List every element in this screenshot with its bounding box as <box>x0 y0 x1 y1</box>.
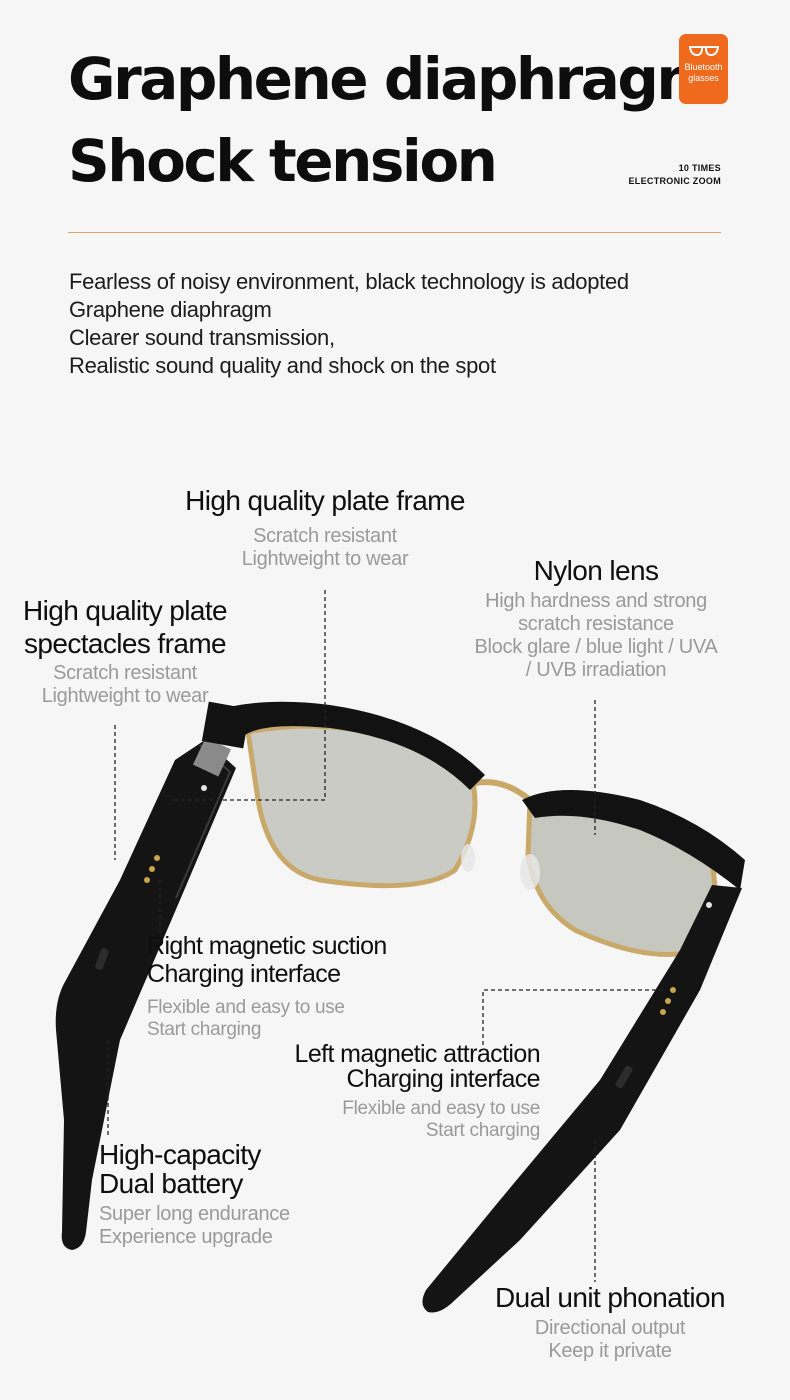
callout-sub: Lightweight to wear <box>41 685 209 707</box>
callout-sub: Start charging <box>147 1019 262 1040</box>
callout-sub: High hardness and strong <box>485 590 707 612</box>
callout-plate-frame: High quality plate frame Scratch resista… <box>160 484 490 571</box>
callout-sub: Flexible and easy to use <box>342 1098 540 1119</box>
right-temple-arm <box>55 737 236 1250</box>
callout-title: Dual unit phonation <box>495 1282 726 1313</box>
bluetooth-glasses-badge: Bluetooth glasses <box>679 34 728 104</box>
callout-sub: Scratch resistant <box>53 662 197 684</box>
callout-title: High quality plate <box>23 595 228 626</box>
callout-title: High-capacity <box>99 1139 261 1170</box>
callout-sub: Keep it private <box>548 1340 672 1362</box>
callout-nylon-lens: Nylon lens High hardness and strong scra… <box>450 554 742 682</box>
badge-label-1: Bluetooth <box>684 62 723 72</box>
intro-line-4: Realistic sound quality and shock on the… <box>69 353 496 378</box>
callout-title: High quality plate frame <box>185 485 465 516</box>
badge-label-2: glasses <box>688 73 719 83</box>
zoom-line-1: 10 TIMES <box>678 163 721 173</box>
leader-lines <box>107 590 665 1282</box>
callout-sub: Start charging <box>425 1120 540 1141</box>
zoom-line-2: ELECTRONIC ZOOM <box>628 176 721 186</box>
intro-line-3: Clearer sound transmission, <box>69 325 335 350</box>
callout-title: Charging interface <box>346 1065 541 1093</box>
callout-sub: Flexible and easy to use <box>147 997 345 1018</box>
callout-right-magnetic: Right magnetic suction Charging interfac… <box>147 932 467 1041</box>
callout-sub: Block glare / blue light / UVA <box>474 636 718 658</box>
callout-battery: High-capacity Dual battery Super long en… <box>99 1140 359 1249</box>
headline-line-2: Shock tension <box>68 127 498 195</box>
headline-line-1: Graphene diaphragm <box>68 45 717 113</box>
callout-title: Left magnetic attraction <box>294 1040 541 1068</box>
callout-title: Nylon lens <box>533 555 659 586</box>
callout-left-magnetic: Left magnetic attraction Charging interf… <box>240 1040 541 1142</box>
callout-sub: / UVB irradiation <box>525 659 667 681</box>
callout-title: Dual battery <box>99 1168 243 1199</box>
callout-title: Right magnetic suction <box>147 932 387 960</box>
callout-phonation: Dual unit phonation Directional output K… <box>470 1281 750 1363</box>
divider <box>68 232 721 233</box>
callout-title: Charging interface <box>147 960 341 988</box>
callout-sub: Scratch resistant <box>253 525 397 547</box>
intro-line-1: Fearless of noisy environment, black tec… <box>69 269 629 294</box>
callout-sub: Directional output <box>534 1317 686 1339</box>
zoom-caption: 10 TIMES ELECTRONIC ZOOM <box>600 162 721 188</box>
left-temple-arm <box>422 885 742 1313</box>
callout-title: spectacles frame <box>23 628 227 659</box>
callout-sub: Super long endurance <box>99 1203 290 1225</box>
callout-sub: Lightweight to wear <box>241 548 409 570</box>
callout-sub: scratch resistance <box>518 613 674 635</box>
glasses-icon <box>688 46 719 57</box>
callout-spectacles-frame: High quality plate spectacles frame Scra… <box>5 594 245 708</box>
callout-sub: Experience upgrade <box>99 1226 273 1248</box>
intro-line-2: Graphene diaphragm <box>69 297 272 322</box>
front-frame <box>201 701 745 957</box>
intro-text: Fearless of noisy environment, black tec… <box>69 268 749 380</box>
headline: Graphene diaphragm Shock tension <box>68 38 717 202</box>
